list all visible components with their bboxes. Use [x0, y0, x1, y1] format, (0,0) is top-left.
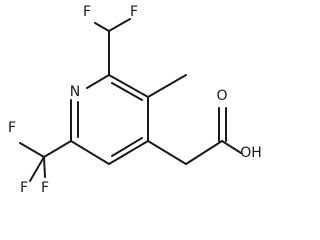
bond-ccooh-oh [221, 140, 242, 154]
bond-c4-c5-inner [111, 137, 143, 157]
atom-label-fluorine-c: F [8, 120, 16, 136]
bond-c2-c3 [108, 74, 149, 98]
atom-label-fluorine-e: F [41, 180, 49, 196]
bond-c3-methyl [147, 74, 187, 98]
atom-label-hydroxyl: OH [240, 145, 262, 161]
bond-c6-cf3 [43, 140, 72, 158]
bond-c4-ch2 [147, 140, 187, 165]
bond-cf3-fe [43, 156, 46, 178]
bond-chf2-fa [94, 22, 110, 32]
bond-cf3-fd [29, 156, 45, 182]
atom-label-nitrogen: N [70, 84, 80, 100]
bond-chf2-fb [108, 18, 131, 32]
bond-c4-c5 [108, 140, 149, 165]
bond-n1-c2 [86, 74, 110, 89]
bond-c2-c3-inner [111, 82, 143, 101]
bond-c5-c6 [70, 140, 110, 165]
bond-ch2-ccooh [185, 140, 223, 165]
atom-label-fluorine-d: F [20, 180, 28, 196]
atom-label-fluorine-b: F [130, 4, 138, 20]
molecule-structure: N F F F F F O OH [8, 4, 262, 196]
bond-cf3-fc [19, 142, 45, 158]
atom-label-fluorine-a: F [83, 4, 91, 20]
atom-label-carbonyl-oxygen: O [216, 88, 227, 104]
